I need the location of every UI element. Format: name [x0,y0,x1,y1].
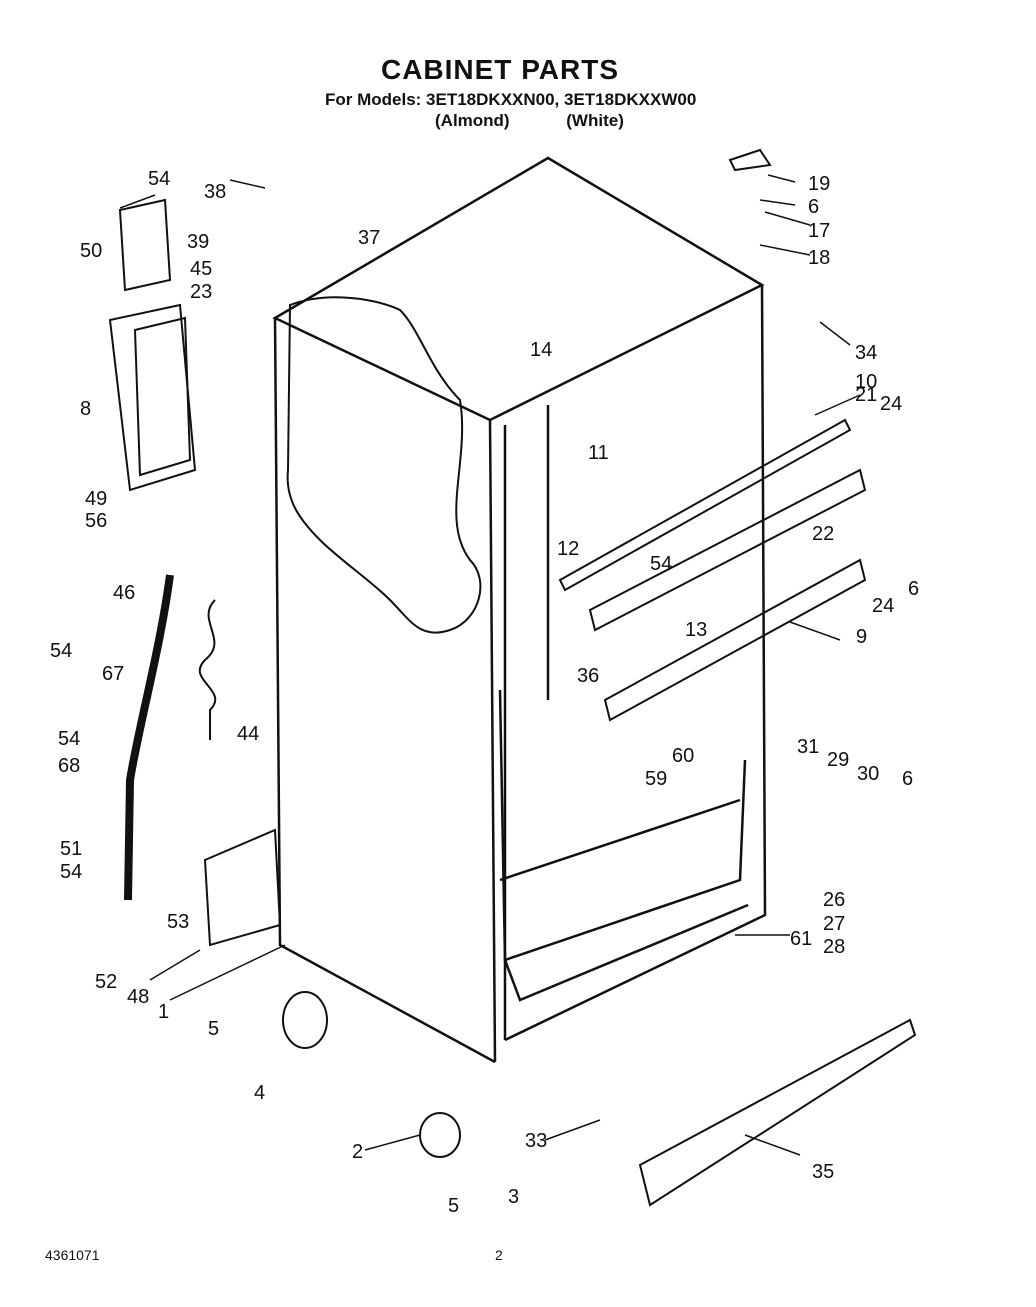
part-label-34: 34 [855,342,877,364]
part-label-56: 56 [85,510,107,532]
colors-line: (Almond) (White) [435,111,624,130]
part-label-2: 2 [352,1141,363,1163]
part-label-54: 54 [50,640,72,662]
part-label-12: 12 [557,538,579,560]
leader-lines [119,174,861,1156]
part-label-10: 10 [855,371,877,393]
cabinet-shell [272,156,767,1064]
part-label-8: 8 [80,398,91,420]
part-label-23: 23 [190,281,212,303]
part-label-19: 19 [808,173,830,195]
part-label-24: 24 [872,595,894,617]
part-label-26: 26 [823,889,845,911]
part-label-13: 13 [685,619,707,641]
part-label-3: 3 [508,1186,519,1208]
part-label-21: 21 [855,384,877,406]
part-label-67: 67 [102,663,124,685]
part-label-6: 6 [902,768,913,790]
part-label-35: 35 [812,1161,834,1183]
part-label-44: 44 [237,723,259,745]
part-label-52: 52 [95,971,117,993]
part-label-6: 6 [808,196,819,218]
part-label-14: 14 [530,339,552,361]
part-label-54: 54 [148,168,170,190]
part-label-22: 22 [812,523,834,545]
part-label-49: 49 [85,488,107,510]
part-label-61: 61 [790,928,812,950]
models-line: For Models: 3ET18DKXXN00, 3ET18DKXXW00 [325,90,697,109]
document-number: 4361071 [45,1247,100,1263]
part-label-68: 68 [58,755,80,777]
part-label-31: 31 [797,736,819,758]
part-label-5: 5 [448,1195,459,1217]
part-label-5: 5 [208,1018,219,1040]
part-label-24: 24 [880,393,902,415]
part-label-37: 37 [358,227,380,249]
parts-outlines [108,148,917,1207]
part-label-48: 48 [127,986,149,1008]
part-label-11: 11 [588,442,609,464]
part-label-9: 9 [856,626,867,648]
part-label-6: 6 [908,578,919,600]
part-label-46: 46 [113,582,135,604]
part-label-33: 33 [525,1130,547,1152]
part-label-29: 29 [827,749,849,771]
part-label-54: 54 [650,553,672,575]
part-label-60: 60 [672,745,694,767]
part-label-50: 50 [80,240,102,262]
page-title: CABINET PARTS [380,54,620,85]
part-label-54: 54 [60,861,82,883]
part-label-59: 59 [645,768,667,790]
part-label-27: 27 [823,913,845,935]
page-number: 2 [495,1247,503,1263]
part-label-1: 1 [158,1001,169,1023]
part-label-53: 53 [167,911,189,933]
part-label-38: 38 [204,181,226,203]
part-label-36: 36 [577,665,599,687]
part-label-4: 4 [254,1082,265,1104]
part-label-28: 28 [823,936,845,958]
part-label-45: 45 [190,258,212,280]
part-label-30: 30 [857,763,879,785]
part-label-39: 39 [187,231,209,253]
part-label-17: 17 [808,220,830,242]
part-label-51: 51 [60,838,82,860]
part-label-54: 54 [58,728,80,750]
part-label-18: 18 [808,247,830,269]
